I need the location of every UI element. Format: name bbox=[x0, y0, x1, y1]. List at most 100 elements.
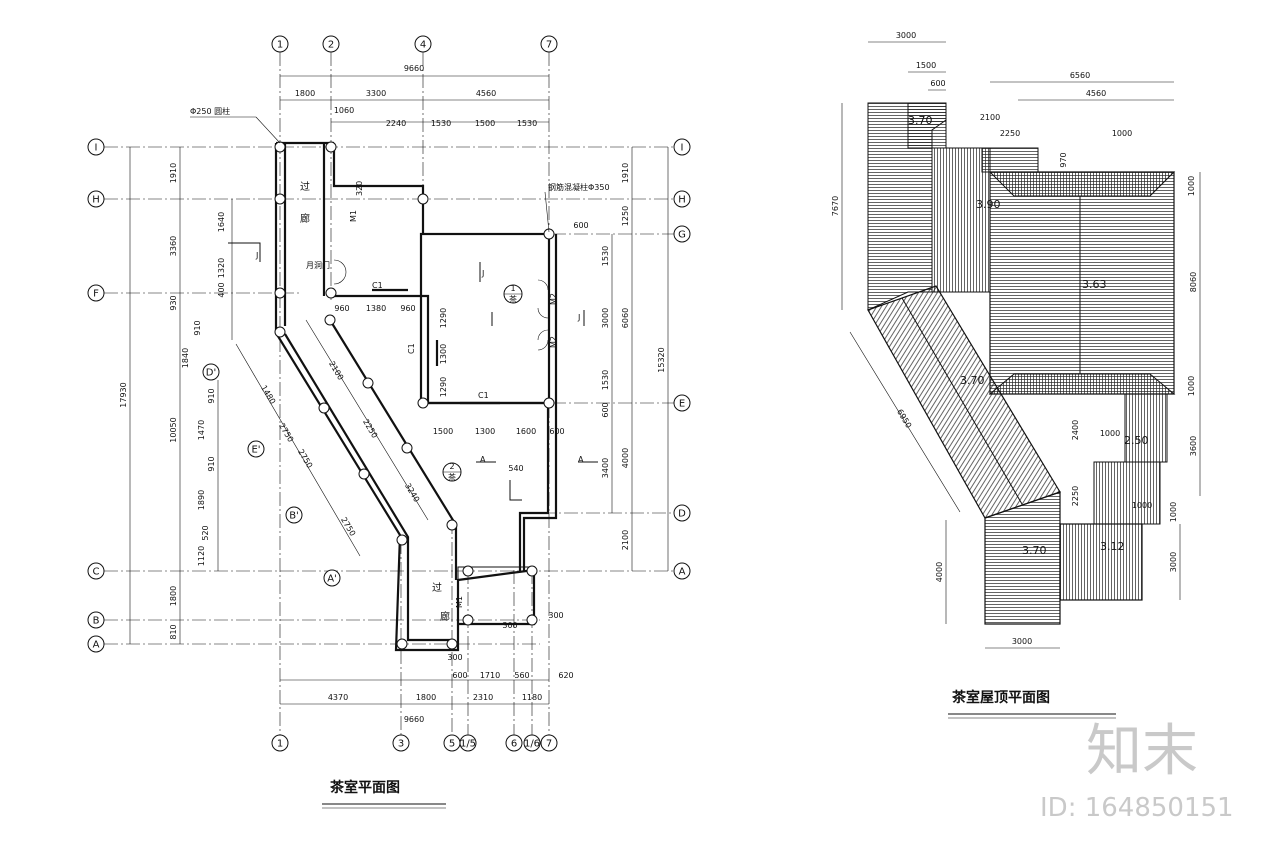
bottom-dim-5: 560 bbox=[514, 671, 529, 680]
grid-diag-2: B' bbox=[289, 511, 299, 522]
roof-dimensions: 3000 1500 600 6560 4560 2100 2250 1000 9… bbox=[831, 31, 1201, 649]
door-m2a: M2 bbox=[549, 293, 558, 305]
roof-dim-15: 2400 bbox=[1071, 420, 1080, 440]
grid-top-2-circle bbox=[414, 35, 432, 53]
plan-title: 茶室平面图 bbox=[329, 779, 400, 796]
walls bbox=[228, 141, 598, 652]
right-dim-7: 600 bbox=[601, 402, 610, 417]
inner-dim-10: 600 bbox=[573, 221, 588, 230]
inner-dim-9: 1600 bbox=[516, 427, 536, 436]
bottom-overall-dim: 9660 bbox=[404, 715, 424, 724]
grid-right-1: H bbox=[678, 195, 686, 206]
elev-4: 3.70 bbox=[960, 374, 985, 387]
grid-diag-3-circle bbox=[323, 569, 341, 587]
grid-right-0-circle bbox=[673, 138, 691, 156]
top-overall-dim: 9660 bbox=[404, 64, 424, 73]
corridor2-label-top: 过 bbox=[432, 581, 442, 594]
grid-right-4-circle bbox=[673, 504, 691, 522]
grid-left-1: H bbox=[92, 195, 100, 206]
bottom-dim-2: 1800 bbox=[416, 693, 436, 702]
roof-dim-12: 8060 bbox=[1189, 272, 1198, 292]
bottom-small-1: 300 bbox=[447, 653, 462, 662]
top-dim2-5: 1530 bbox=[517, 119, 537, 128]
roof-dim-8: 1000 bbox=[1112, 129, 1132, 138]
grid-diag-3: A' bbox=[327, 574, 337, 585]
grid-left-0-circle bbox=[87, 138, 105, 156]
right-dimensions: 1910 1250 1530 6060 3000 1530 600 3400 4… bbox=[601, 147, 669, 571]
diag-dim-2: 2750 bbox=[296, 448, 314, 470]
elev-2: 3.90 bbox=[976, 198, 1001, 211]
inner-dim-11: 540 bbox=[508, 464, 523, 473]
watermark: 知末 ID: 164850151 bbox=[1040, 719, 1234, 823]
corridor2-label-bottom: 廊 bbox=[440, 610, 450, 623]
diag-dim-4: 3240 bbox=[403, 482, 421, 504]
grid-right-2: G bbox=[678, 230, 686, 241]
roof-dim-16: 1000 bbox=[1100, 429, 1120, 438]
grid-right-2-circle bbox=[673, 225, 691, 243]
roof-dim-5: 4560 bbox=[1086, 89, 1106, 98]
left-dim-14: 1120 bbox=[197, 546, 206, 566]
roof-dim-23: 3000 bbox=[1169, 552, 1178, 572]
left-dim-16: 1800 bbox=[169, 586, 178, 606]
watermark-brand: 知末 bbox=[1086, 719, 1198, 784]
grid-right-0: I bbox=[681, 143, 684, 154]
window-c1b: C1 bbox=[407, 343, 416, 354]
right-dim-8: 3400 bbox=[601, 458, 610, 478]
right-dim-2: 1250 bbox=[621, 206, 630, 226]
door-m1: M1 bbox=[349, 210, 358, 222]
elev-3: 3.63 bbox=[1082, 278, 1107, 291]
grid-left-2: F bbox=[93, 289, 99, 300]
bottom-dim-3: 600 bbox=[452, 671, 467, 680]
roof-title: 茶室屋顶平面图 bbox=[951, 689, 1050, 706]
right-dim-6: 1530 bbox=[601, 370, 610, 390]
left-dim-8: 1840 bbox=[181, 348, 190, 368]
top-dimensions: 9660 1800 3300 4560 1060 2240 1530 1500 … bbox=[280, 64, 549, 128]
grid-bottom-6: 7 bbox=[546, 739, 552, 750]
elev-6: 3.70 bbox=[1022, 544, 1047, 557]
grid-top-3-circle bbox=[540, 35, 558, 53]
right-dim-4: 6060 bbox=[621, 308, 630, 328]
top-dim2-3: 1530 bbox=[431, 119, 451, 128]
grid-bottom-1: 3 bbox=[398, 739, 404, 750]
elev-1: 3.70 bbox=[908, 114, 933, 127]
grid-bottom-5: 1/6 bbox=[524, 739, 540, 750]
grid-left-1-circle bbox=[87, 190, 105, 208]
grid-right-5-circle bbox=[673, 562, 691, 580]
roof-dim-18: 2250 bbox=[1071, 486, 1080, 506]
grid-top-3: 7 bbox=[546, 40, 552, 51]
left-dim-10: 1470 bbox=[197, 420, 206, 440]
left-dim-9: 910 bbox=[207, 388, 216, 403]
left-overall-dim: 17930 bbox=[119, 382, 128, 407]
grid-diag-2-circle bbox=[285, 506, 303, 524]
door-m1b: M1 bbox=[455, 596, 464, 608]
inner-dim-14: 300 bbox=[502, 621, 517, 630]
moon-door-label: 月洞门 bbox=[306, 260, 330, 270]
grid-bottom-2: 5 bbox=[449, 739, 455, 750]
left-dimensions: 17930 1910 3360 1320 1640 930 400 910 18… bbox=[119, 147, 233, 644]
grid-bottom-0-circle bbox=[271, 734, 289, 752]
top-dim2-1: 1060 bbox=[334, 106, 354, 115]
grid-bottom-5-circle bbox=[523, 734, 541, 752]
floor-plan: 9660 1800 3300 4560 1060 2240 1530 1500 … bbox=[87, 35, 691, 809]
right-dim-5: 3000 bbox=[601, 308, 610, 328]
grid-diag-0-circle bbox=[202, 363, 220, 381]
grid-left-3-circle bbox=[87, 562, 105, 580]
room-num-2: 2 bbox=[449, 462, 454, 471]
grid-left-0: I bbox=[95, 143, 98, 154]
inner-dim-12: 600 bbox=[549, 427, 564, 436]
grid-bottom-3: 1/5 bbox=[460, 739, 476, 750]
left-dim-17: 810 bbox=[169, 624, 178, 639]
left-dim-5: 930 bbox=[169, 295, 178, 310]
grid-right-3-circle bbox=[673, 394, 691, 412]
elev-7: 3.12 bbox=[1100, 540, 1125, 553]
grid-top-0-circle bbox=[271, 35, 289, 53]
roof-dim-22: 3000 bbox=[1012, 637, 1032, 646]
grid-bottom-3-circle bbox=[459, 734, 477, 752]
right-dim-3: 1530 bbox=[601, 246, 610, 266]
roof-lower-left bbox=[984, 491, 1061, 625]
left-dim-4: 1640 bbox=[217, 212, 226, 232]
roof-dim-2: 1500 bbox=[916, 61, 936, 70]
roof-dim-3: 600 bbox=[930, 79, 945, 88]
window-c1a: C1 bbox=[372, 281, 383, 290]
